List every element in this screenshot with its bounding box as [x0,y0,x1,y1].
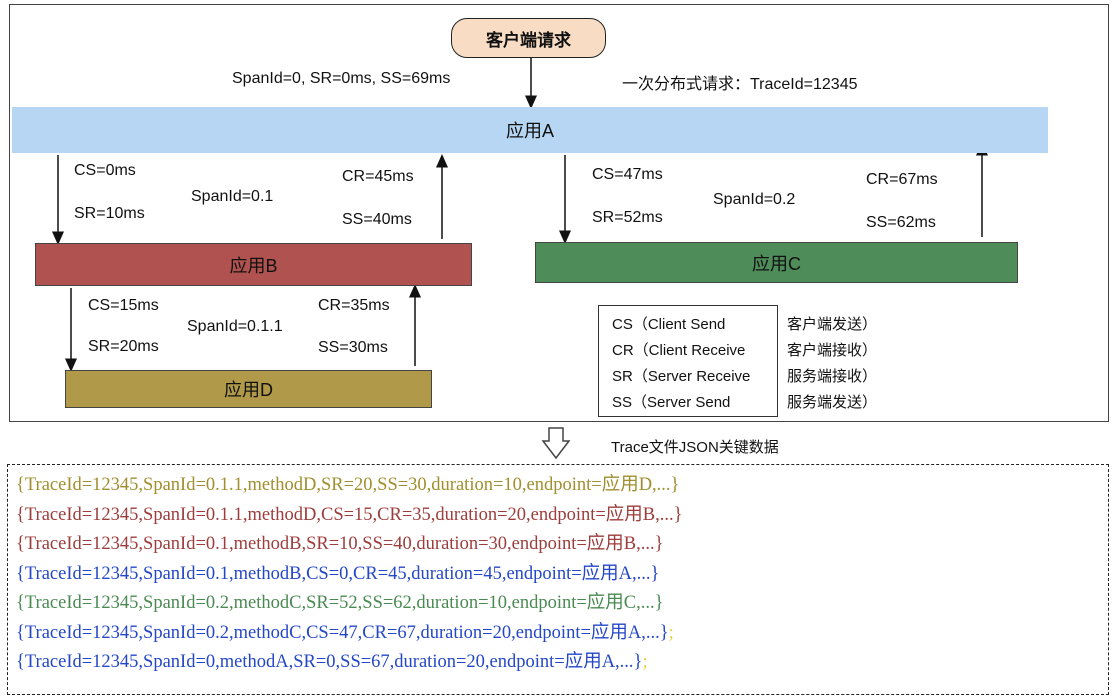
legend-cn: 服务端发送） [787,394,878,411]
root-span-label: SpanId=0, SR=0ms, SS=69ms [232,70,451,87]
edge-ab-cr: CR=45ms [342,168,414,185]
edge-ac-span: SpanId=0.2 [713,191,796,208]
trace-json-line: {TraceId=12345,SpanId=0,methodA,SR=0,SS=… [16,647,648,673]
trace-json-text: {TraceId=12345,SpanId=0.1.1,methodD,CS=1… [16,504,683,525]
legend-abbr: CR [612,342,634,359]
app-a-label: 应用A [505,121,554,141]
legend-full: （Server Send [632,394,731,411]
edge-ac-cr: CR=67ms [866,171,938,188]
legend-cn: 客户端接收） [787,342,878,359]
edge-ac-cs: CS=47ms [592,166,663,183]
edge-bd-ss: SS=30ms [318,339,388,356]
legend-full: （Client Receive [633,342,746,359]
trace-json-line: {TraceId=12345,SpanId=0.1,methodB,CS=0,C… [16,559,659,585]
edge-ac-sr: SR=52ms [592,209,663,226]
edge-ab-ss: SS=40ms [342,211,412,228]
trace-json-text: {TraceId=12345,SpanId=0.2,methodC,SR=52,… [16,593,664,613]
edge-bd-sr: SR=20ms [88,338,159,355]
legend-cn: 客户端发送） [787,316,878,333]
trace-note: 一次分布式请求：TraceId=12345 [622,76,858,93]
legend-item: SR（Server Receive [612,365,750,386]
legend-item: SS（Server Send [612,391,730,412]
trace-json-text: {TraceId=12345,SpanId=0,methodA,SR=0,SS=… [16,652,643,672]
trace-json-text: {TraceId=12345,SpanId=0.1,methodB,SR=10,… [16,534,664,554]
trace-json-line: {TraceId=12345,SpanId=0.1.1,methodD,CS=1… [16,500,683,526]
trace-json-text: {TraceId=12345,SpanId=0.1.1,methodD,SR=2… [16,475,680,495]
call-chain-frame [9,4,1109,422]
edge-ac-ss: SS=62ms [866,214,936,231]
app-a-bar: 应用A [12,107,1048,153]
legend-abbr: SR [612,368,633,385]
app-b-label: 应用B [229,255,278,276]
trace-json-frame [7,464,1109,695]
trace-json-text: {TraceId=12345,SpanId=0.2,methodC,CS=47,… [16,622,669,643]
hollow-down-arrow-icon [541,427,571,460]
app-b-bar: 应用B [35,243,472,286]
legend-item: CR（Client Receive [612,339,745,360]
legend-abbr: CS [612,316,633,333]
app-d-label: 应用D [224,380,273,400]
edge-ab-sr: SR=10ms [74,205,145,222]
legend-full: （Server Receive [632,368,751,385]
app-c-bar: 应用C [535,242,1018,283]
legend-box [598,305,778,417]
trace-json-line: {TraceId=12345,SpanId=0.1,methodB,SR=10,… [16,529,664,555]
edge-bd-cr: CR=35ms [318,297,390,314]
trace-json-line: {TraceId=12345,SpanId=0.2,methodC,CS=47,… [16,618,674,644]
legend-cn: 服务端接收） [787,368,878,385]
trace-json-text: {TraceId=12345,SpanId=0.1,methodB,CS=0,C… [16,563,660,584]
trace-json-line: {TraceId=12345,SpanId=0.2,methodC,SR=52,… [16,588,664,614]
trace-json-suffix: ; [668,622,674,643]
trace-json-suffix: ; [642,652,648,672]
edge-ab-span: SpanId=0.1 [191,188,274,205]
client-request-label: 客户端请求 [486,30,571,50]
trace-json-line: {TraceId=12345,SpanId=0.1.1,methodD,SR=2… [16,470,679,496]
legend-item: CS（Client Send [612,313,725,334]
client-request-node: 客户端请求 [451,18,606,58]
legend-full: （Client Send [632,316,726,333]
legend-abbr: SS [612,394,633,411]
edge-ab-cs: CS=0ms [74,162,136,179]
edge-bd-span: SpanId=0.1.1 [187,318,283,335]
app-d-bar: 应用D [65,370,432,408]
trace-file-caption: Trace文件JSON关键数据 [611,439,779,456]
edge-bd-cs: CS=15ms [88,297,159,314]
app-c-label: 应用C [752,253,801,274]
